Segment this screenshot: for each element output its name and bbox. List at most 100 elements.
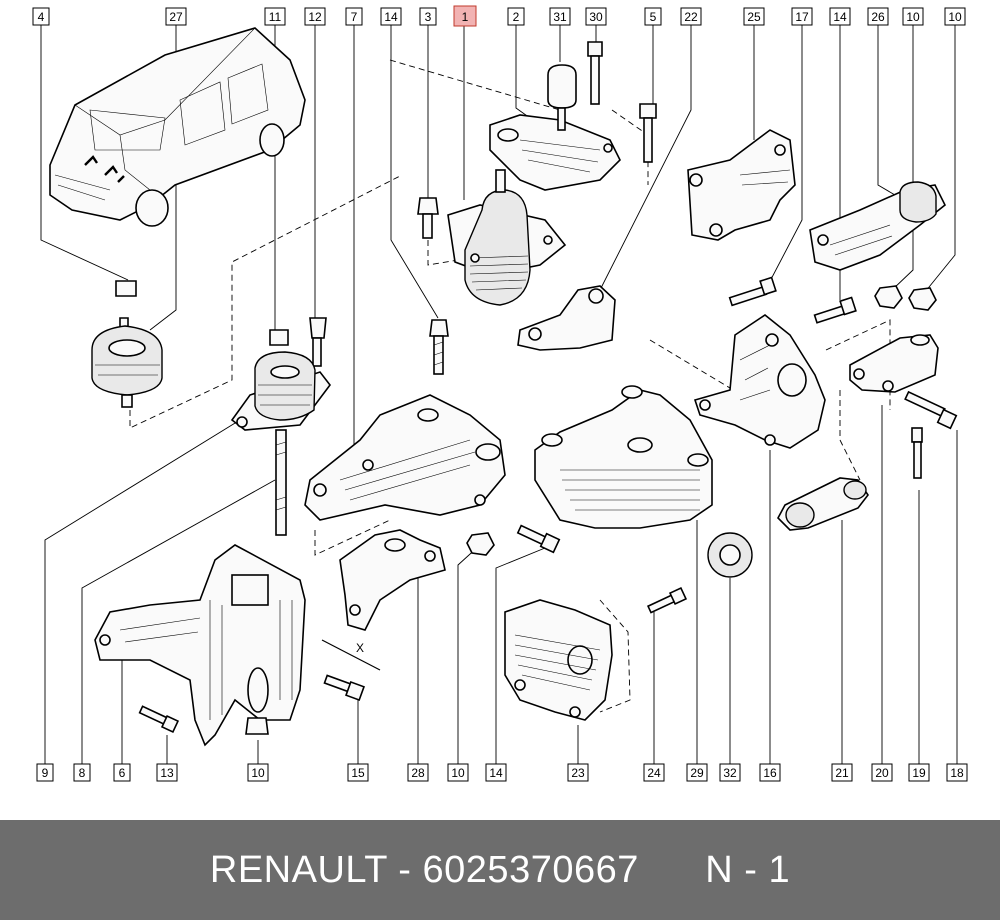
rubber-mount-part-9 — [230, 317, 332, 536]
callout-10c: 10 — [247, 763, 269, 782]
plate-part-2 — [489, 41, 657, 191]
svg-text:14: 14 — [384, 10, 398, 24]
footer-banner: RENAULT - 6025370667 N - 1 — [0, 820, 1000, 920]
svg-text:14: 14 — [833, 10, 847, 24]
svg-text:23: 23 — [571, 766, 585, 780]
callout-14b: 14 — [829, 7, 851, 26]
callout-5: 5 — [644, 7, 662, 26]
torque-rod-part-21 — [777, 477, 869, 531]
brand-name: RENAULT — [209, 848, 388, 891]
bracket-part-26 — [809, 181, 947, 271]
engine-mount-part-27 — [91, 280, 163, 408]
bracket-part-16 — [693, 314, 826, 449]
svg-text:16: 16 — [763, 766, 777, 780]
callout-32: 32 — [719, 763, 741, 782]
svg-text:10: 10 — [251, 766, 265, 780]
svg-text:2: 2 — [513, 10, 520, 24]
callout-4: 4 — [32, 7, 50, 26]
svg-text:31: 31 — [553, 10, 567, 24]
svg-text:5: 5 — [650, 10, 657, 24]
engine-mount-part-1 — [417, 169, 567, 306]
callout-20: 20 — [871, 763, 893, 782]
callout-23: 23 — [567, 763, 589, 782]
callout-17: 17 — [791, 7, 813, 26]
svg-text:11: 11 — [269, 10, 282, 24]
bracket-part-20 — [849, 334, 939, 393]
callout-18: 18 — [946, 763, 968, 782]
vehicle-illustration — [49, 27, 306, 227]
link-part-22 — [517, 285, 616, 351]
svg-text:15: 15 — [351, 766, 365, 780]
svg-text:25: 25 — [747, 10, 761, 24]
caption-separator: - — [387, 848, 423, 891]
svg-text:27: 27 — [169, 10, 183, 24]
svg-text:10: 10 — [451, 766, 465, 780]
top-callouts: 4 27 11 12 7 14 3 1 2 31 30 5 22 25 17 1… — [32, 5, 966, 27]
bracket-part-25 — [687, 129, 796, 241]
callout-11: 11 — [264, 7, 286, 26]
callout-13: 13 — [156, 763, 178, 782]
svg-text:28: 28 — [411, 766, 425, 780]
callout-27: 27 — [165, 7, 187, 26]
callout-29: 29 — [686, 763, 708, 782]
callout-14: 14 — [380, 7, 402, 26]
svg-text:9: 9 — [42, 766, 49, 780]
svg-text:19: 19 — [912, 766, 926, 780]
callout-15: 15 — [347, 763, 369, 782]
bracket-part-28 — [339, 524, 561, 631]
svg-text:3: 3 — [425, 10, 432, 24]
callout-6: 6 — [113, 763, 131, 782]
svg-text:13: 13 — [160, 766, 174, 780]
svg-text:20: 20 — [875, 766, 889, 780]
svg-text:14: 14 — [489, 766, 503, 780]
svg-text:21: 21 — [835, 766, 849, 780]
svg-text:4: 4 — [38, 10, 45, 24]
footer-caption: RENAULT - 6025370667 N - 1 — [210, 849, 790, 892]
callout-28: 28 — [407, 763, 429, 782]
callout-30: 30 — [585, 7, 607, 26]
callout-9: 9 — [36, 763, 54, 782]
callout-12: 12 — [304, 7, 326, 26]
caption-note: N - 1 — [705, 848, 791, 891]
svg-text:10: 10 — [906, 10, 920, 24]
callout-19: 19 — [908, 763, 930, 782]
leader-lines — [40, 24, 958, 764]
bracket-part-6: X — [94, 544, 381, 747]
callout-10d: 10 — [447, 763, 469, 782]
callout-8: 8 — [73, 763, 91, 782]
callout-14c: 14 — [485, 763, 507, 782]
bolts-and-nuts-right — [728, 276, 958, 479]
svg-text:12: 12 — [308, 10, 322, 24]
mount-part-23 — [504, 586, 688, 721]
bottom-callouts: 9 8 6 13 10 15 28 10 14 23 24 29 32 16 2… — [36, 763, 968, 782]
svg-text:32: 32 — [723, 766, 737, 780]
callout-7: 7 — [345, 7, 363, 26]
callout-3: 3 — [419, 7, 437, 26]
svg-text:26: 26 — [871, 10, 885, 24]
ring-part-32 — [707, 532, 753, 578]
bracket-part-7 — [304, 319, 506, 521]
svg-text:17: 17 — [795, 10, 809, 24]
svg-text:1: 1 — [462, 10, 469, 24]
callout-31: 31 — [549, 7, 571, 26]
svg-text:8: 8 — [79, 766, 86, 780]
callout-26: 26 — [867, 7, 889, 26]
exploded-parts-diagram: X 4 27 11 12 7 14 3 1 2 31 30 5 22 25 17… — [32, 5, 968, 782]
svg-text:6: 6 — [119, 766, 126, 780]
callout-24: 24 — [643, 763, 665, 782]
callout-1-highlighted: 1 — [453, 5, 477, 27]
svg-text:24: 24 — [647, 766, 661, 780]
svg-text:7: 7 — [351, 10, 358, 24]
callout-10a: 10 — [902, 7, 924, 26]
callout-10b: 10 — [944, 7, 966, 26]
svg-text:22: 22 — [684, 10, 698, 24]
callout-21: 21 — [831, 763, 853, 782]
callout-22: 22 — [680, 7, 702, 26]
svg-text:18: 18 — [950, 766, 964, 780]
svg-text:30: 30 — [589, 10, 603, 24]
svg-text:29: 29 — [690, 766, 704, 780]
part-number: 6025370667 — [422, 848, 639, 891]
svg-text:10: 10 — [948, 10, 962, 24]
callout-16: 16 — [759, 763, 781, 782]
callout-25: 25 — [743, 7, 765, 26]
